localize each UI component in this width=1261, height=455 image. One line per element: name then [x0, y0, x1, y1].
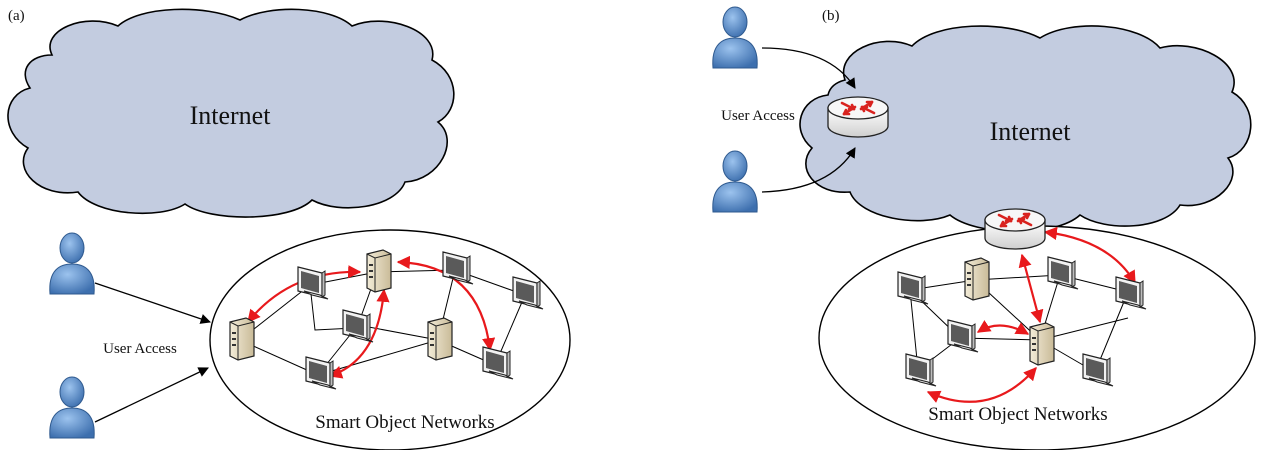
panel-b-label: (b)	[822, 8, 840, 24]
internet-label-a: Internet	[190, 101, 272, 130]
server-icon-b1	[964, 257, 990, 301]
server-icon-a1	[229, 317, 255, 361]
server-icon-a3	[427, 317, 453, 361]
user-access-label-b: User Access	[721, 108, 795, 124]
user-icon-b1	[712, 6, 758, 69]
panel-a: (a) Internet User Access	[7, 8, 571, 451]
user-access-arrow-a1	[94, 282, 211, 324]
router-icon-b1	[826, 95, 890, 139]
user-access-arrow-a2	[94, 367, 209, 423]
server-icon-a2	[366, 249, 392, 293]
user-icon-a2	[49, 376, 95, 439]
network-label-a: Smart Object Networks	[315, 412, 494, 433]
red-links-b	[926, 226, 1136, 403]
red-links-a	[247, 255, 496, 379]
network-label-b: Smart Object Networks	[928, 404, 1107, 425]
user-icon-b2	[712, 150, 758, 213]
router-icon-b2	[983, 207, 1047, 251]
internet-cloud-b	[799, 25, 1252, 233]
server-icon-b2	[1029, 322, 1055, 366]
user-access-arrow-b2	[761, 147, 856, 193]
panel-a-label: (a)	[8, 8, 25, 24]
user-access-arrow-b1	[761, 47, 856, 89]
panel-b: (b) Internet User Access	[712, 6, 1256, 451]
internet-label-b: Internet	[990, 117, 1072, 146]
user-icon-a1	[49, 232, 95, 295]
internet-cloud-a	[7, 8, 455, 218]
user-access-label-a: User Access	[103, 341, 177, 357]
